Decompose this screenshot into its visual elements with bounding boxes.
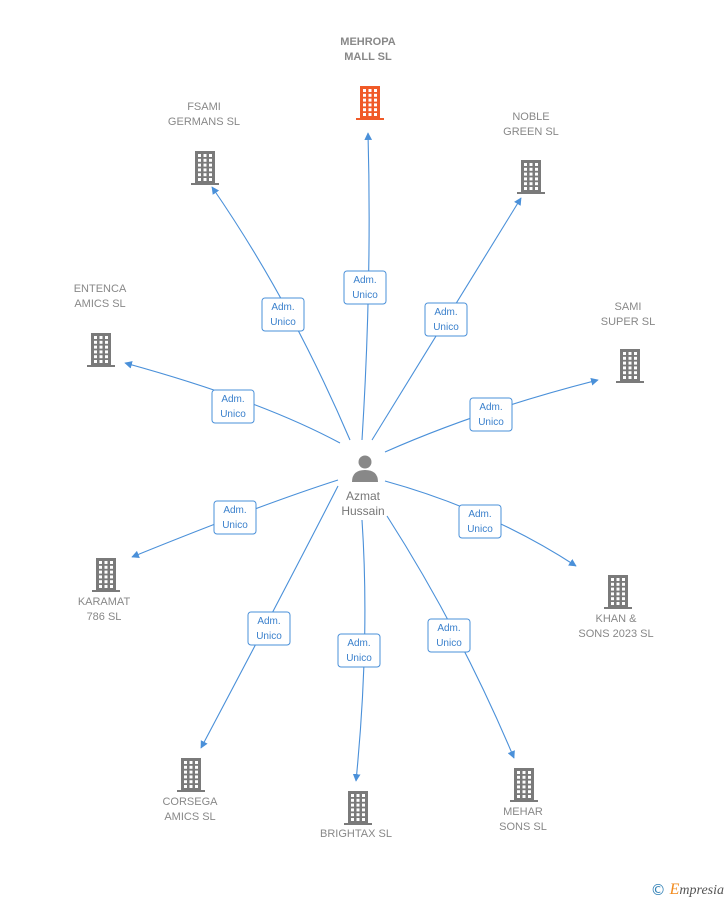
building-icon: [356, 86, 384, 120]
relation-label-text: Adm.: [437, 623, 460, 634]
company-name: SUPER SL: [601, 316, 655, 328]
building-icon: [604, 575, 632, 609]
company-node-corsega[interactable]: CORSEGA AMICS SL: [162, 758, 218, 823]
nodes-layer: MEHROPA MALL SL FSAMI GERMANS SL NOBLE GREEN …: [74, 36, 655, 840]
relation-label-box: [247, 611, 291, 646]
company-node-sami[interactable]: SAMI SUPER SL: [601, 301, 655, 383]
relation-label-box: [211, 389, 255, 424]
relation-label-text: Adm.: [257, 616, 280, 627]
building-icon: [177, 758, 205, 792]
relation-label-box: [261, 297, 305, 332]
company-name: MEHAR: [503, 806, 543, 818]
company-node-fsami[interactable]: FSAMI GERMANS SL: [168, 101, 240, 185]
company-name: AMICS SL: [164, 811, 215, 823]
company-name: BRIGHTAX SL: [320, 828, 392, 840]
relation-label-text: Unico: [270, 317, 296, 328]
company-name: MEHROPA: [340, 36, 395, 48]
company-node-karamat[interactable]: KARAMAT 786 SL: [78, 558, 131, 623]
copyright-icon: ©: [650, 881, 666, 899]
building-icon: [517, 160, 545, 194]
company-name: AMICS SL: [74, 298, 125, 310]
relation-label-mehar[interactable]: Adm. Unico: [427, 618, 471, 653]
person-icon: [352, 455, 378, 482]
relation-label-box: [458, 504, 502, 539]
relation-label-text: Adm.: [223, 505, 246, 516]
relation-label-text: Unico: [222, 520, 248, 531]
relation-label-box: [469, 397, 513, 432]
building-icon: [191, 151, 219, 185]
relation-label-text: Unico: [433, 322, 459, 333]
company-name: SONS 2023 SL: [578, 628, 653, 640]
building-icon: [92, 558, 120, 592]
relation-label-box: [424, 302, 468, 337]
company-name: CORSEGA: [162, 796, 218, 808]
company-node-noble[interactable]: NOBLE GREEN SL: [503, 111, 559, 194]
relation-label-text: Adm.: [434, 307, 457, 318]
company-name: SAMI: [615, 301, 642, 313]
relation-label-text: Adm.: [271, 302, 294, 313]
relation-label-fsami[interactable]: Adm. Unico: [261, 297, 305, 332]
brand-footer: © Empresia: [651, 881, 724, 899]
building-icon: [616, 349, 644, 383]
relation-label-text: Adm.: [353, 275, 376, 286]
relation-label-text: Adm.: [221, 394, 244, 405]
company-name: SONS SL: [499, 821, 547, 833]
relation-label-sami[interactable]: Adm. Unico: [469, 397, 513, 432]
relation-label-text: Unico: [478, 417, 504, 428]
company-name: NOBLE: [512, 111, 549, 123]
building-icon: [87, 333, 115, 367]
relation-label-entenca[interactable]: Adm. Unico: [211, 389, 255, 424]
relation-label-text: Adm.: [347, 638, 370, 649]
relation-label-khan[interactable]: Adm. Unico: [458, 504, 502, 539]
relation-label-box: [213, 500, 257, 535]
person-name: Azmat: [346, 489, 381, 503]
company-node-mehar[interactable]: MEHAR SONS SL: [499, 768, 547, 833]
relation-label-text: Unico: [352, 290, 378, 301]
relation-label-text: Unico: [256, 631, 282, 642]
relation-label-brightax[interactable]: Adm. Unico: [337, 633, 381, 668]
relation-label-box: [343, 270, 387, 305]
relation-label-mehropa[interactable]: Adm. Unico: [343, 270, 387, 305]
company-name: MALL SL: [344, 51, 392, 63]
edge-labels-layer: Adm.UnicoAdm.UnicoAdm.UnicoAdm.UnicoAdm.…: [211, 270, 513, 668]
company-node-mehropa[interactable]: MEHROPA MALL SL: [340, 36, 396, 120]
company-name: GERMANS SL: [168, 116, 240, 128]
company-name: 786 SL: [87, 611, 122, 623]
relation-label-text: Unico: [467, 524, 493, 535]
company-name: ENTENCA: [74, 283, 127, 295]
company-node-khan[interactable]: KHAN & SONS 2023 SL: [578, 575, 654, 640]
relation-label-box: [337, 633, 381, 668]
company-node-entenca[interactable]: ENTENCA AMICS SL: [74, 283, 127, 367]
company-name: KHAN &: [596, 613, 638, 625]
relation-label-text: Unico: [346, 653, 372, 664]
edge-corsega: [200, 485, 339, 749]
company-node-brightax[interactable]: BRIGHTAX SL: [320, 791, 392, 840]
relation-label-corsega[interactable]: Adm. Unico: [247, 611, 291, 646]
relation-label-text: Adm.: [479, 402, 502, 413]
relation-label-noble[interactable]: Adm. Unico: [424, 302, 468, 337]
company-name: KARAMAT: [78, 596, 131, 608]
relation-label-text: Unico: [220, 409, 246, 420]
company-name: GREEN SL: [503, 126, 559, 138]
relation-label-text: Adm.: [468, 509, 491, 520]
relation-label-karamat[interactable]: Adm. Unico: [213, 500, 257, 535]
relation-label-text: Unico: [436, 638, 462, 649]
company-name: FSAMI: [187, 101, 221, 113]
brand-logo[interactable]: Empresia: [669, 881, 724, 898]
building-icon: [510, 768, 538, 802]
person-name: Hussain: [341, 504, 384, 518]
relation-label-box: [427, 618, 471, 653]
building-icon: [344, 791, 372, 825]
